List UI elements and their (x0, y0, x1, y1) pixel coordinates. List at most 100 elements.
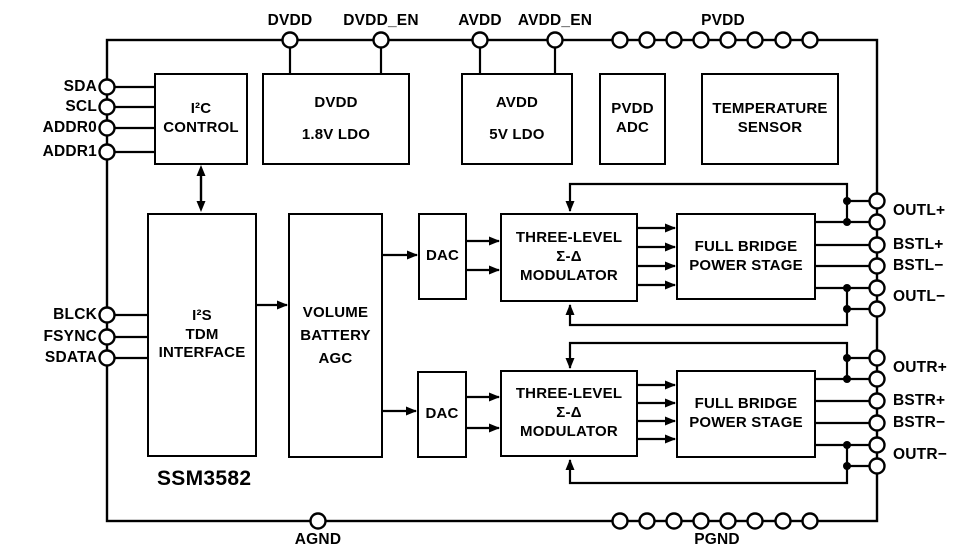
pin-label-avdd-en: AVDD_EN (517, 12, 593, 29)
block-power-stage-left: FULL BRIDGE POWER STAGE (676, 213, 816, 300)
pin-pvdd-8 (801, 31, 819, 49)
pin-outl-plus-a (868, 192, 886, 210)
arrowhead-down (196, 201, 206, 212)
pin-outl-plus-b (868, 213, 886, 231)
pin-pgnd-1 (611, 512, 629, 530)
block-pvdd-adc: PVDD ADC (599, 73, 666, 165)
pin-label-addr1: ADDR1 (42, 143, 97, 160)
pin-outl-minus-a (868, 279, 886, 297)
pin-label-pgnd: PGND (694, 531, 740, 548)
i2c-i2s-double-arrow (196, 165, 206, 212)
pin-fsync (98, 328, 116, 346)
junction-dot (843, 354, 851, 362)
pin-label-fsync: FSYNC (43, 328, 97, 345)
pin-bstl-plus (868, 236, 886, 254)
junction-dot (843, 441, 851, 449)
pin-label-bstl-plus: BSTL+ (893, 236, 944, 253)
pin-outr-minus-a (868, 436, 886, 454)
pin-label-bstr-plus: BSTR+ (893, 392, 946, 409)
pin-pgnd-5 (719, 512, 737, 530)
block-temperature-sensor-label: TEMPERATURE SENSOR (712, 100, 828, 136)
block-modulator-left-label: THREE-LEVEL Σ-Δ MODULATOR (515, 229, 623, 284)
pin-outr-plus-b (868, 370, 886, 388)
pin-label-outr-plus: OUTR+ (893, 359, 947, 376)
output-wires (814, 199, 877, 468)
block-avdd-ldo-label: AVDD 5V LDO (489, 93, 545, 143)
pin-label-pvdd: PVDD (701, 12, 745, 29)
block-volume-battery-agc-label: VOLUME BATTERY AGC (300, 303, 371, 368)
pin-dvdd-en (372, 31, 390, 49)
pin-outr-minus-b (868, 457, 886, 475)
arrowhead-up (196, 165, 206, 176)
block-i2s-interface: I²S TDM INTERFACE (147, 213, 257, 457)
pin-agnd (309, 512, 327, 530)
block-pvdd-adc-label: PVDD ADC (611, 100, 654, 136)
block-power-stage-right-label: FULL BRIDGE POWER STAGE (689, 395, 803, 431)
pin-label-bstr-minus: BSTR− (893, 414, 946, 431)
pin-label-scl: SCL (65, 98, 97, 115)
pin-pgnd-8 (801, 512, 819, 530)
pin-label-bstl-minus: BSTL− (893, 257, 944, 274)
pin-label-dvdd-en: DVDD_EN (343, 12, 419, 29)
pin-pgnd-6 (746, 512, 764, 530)
pin-pgnd-3 (665, 512, 683, 530)
pin-label-blck: BLCK (53, 306, 97, 323)
pin-outr-plus-a (868, 349, 886, 367)
block-avdd-ldo: AVDD 5V LDO (461, 73, 573, 165)
block-modulator-right: THREE-LEVEL Σ-Δ MODULATOR (500, 370, 638, 457)
junction-dot (843, 218, 851, 226)
block-dvdd-ldo: DVDD 1.8V LDO (262, 73, 410, 165)
block-i2c-control: I²C CONTROL (154, 73, 248, 165)
pin-pgnd-2 (638, 512, 656, 530)
pin-pvdd-3 (665, 31, 683, 49)
pin-pvdd-4 (692, 31, 710, 49)
pin-bstl-minus (868, 257, 886, 275)
junction-dot (843, 197, 851, 205)
block-temperature-sensor: TEMPERATURE SENSOR (701, 73, 839, 165)
pin-avdd (471, 31, 489, 49)
junction-dot (843, 375, 851, 383)
junction-dots (843, 197, 851, 470)
pin-outl-minus-b (868, 300, 886, 318)
pin-pvdd-2 (638, 31, 656, 49)
pin-dvdd (281, 31, 299, 49)
pin-bstr-plus (868, 392, 886, 410)
pin-pgnd-7 (774, 512, 792, 530)
pin-bstr-minus (868, 414, 886, 432)
block-power-stage-left-label: FULL BRIDGE POWER STAGE (689, 237, 803, 274)
block-i2s-interface-label: I²S TDM INTERFACE (158, 306, 246, 362)
signal-arrows (257, 223, 676, 444)
pin-addr0 (98, 119, 116, 137)
block-dac-left-label: DAC (425, 247, 460, 265)
pin-pgnd-4 (692, 512, 710, 530)
pin-circles (98, 31, 886, 530)
junction-dot (843, 462, 851, 470)
junction-dot (843, 284, 851, 292)
block-dvdd-ldo-label: DVDD 1.8V LDO (301, 93, 371, 143)
pin-pvdd-1 (611, 31, 629, 49)
pin-label-outr-minus: OUTR− (893, 446, 947, 463)
pin-label-sdata: SDATA (44, 349, 97, 366)
pin-label-addr0: ADDR0 (42, 119, 97, 136)
pin-avdd-en (546, 31, 564, 49)
pin-label-agnd: AGND (294, 531, 342, 548)
chip-name: SSM3582 (157, 467, 252, 490)
pin-label-sda: SDA (63, 78, 97, 95)
pin-pvdd-6 (746, 31, 764, 49)
junction-dot (843, 305, 851, 313)
pin-sdata (98, 349, 116, 367)
pin-label-dvdd: DVDD (267, 12, 313, 29)
pin-scl (98, 98, 116, 116)
pin-pvdd-7 (774, 31, 792, 49)
pin-blck (98, 306, 116, 324)
block-modulator-right-label: THREE-LEVEL Σ-Δ MODULATOR (515, 385, 623, 440)
block-power-stage-right: FULL BRIDGE POWER STAGE (676, 370, 816, 458)
block-i2c-control-label: I²C CONTROL (163, 100, 239, 136)
top-pin-wires (288, 40, 557, 75)
pin-label-outl-plus: OUTL+ (893, 202, 946, 219)
pin-label-outl-minus: OUTL− (893, 288, 946, 305)
block-dac-left: DAC (418, 213, 467, 300)
block-dac-right-label: DAC (425, 405, 459, 423)
